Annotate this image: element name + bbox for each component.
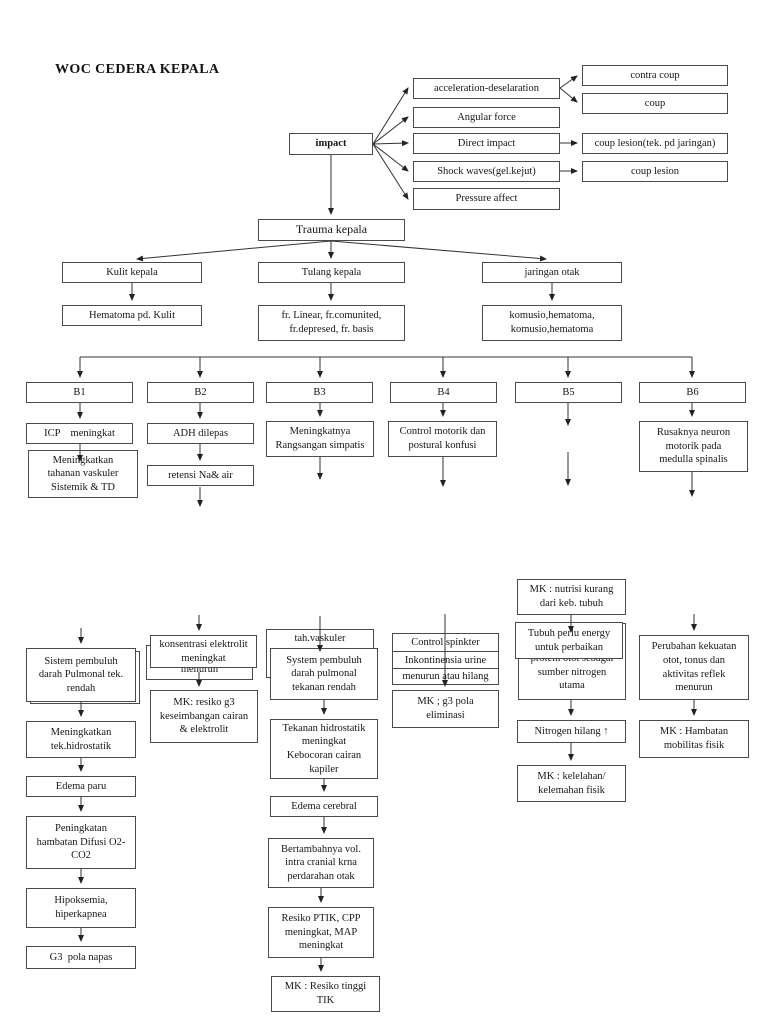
- coup-box: coup: [582, 93, 728, 114]
- mening-tahanan-box: Meningkatkan tahanan vaskuler Sistemik &…: [28, 450, 138, 498]
- hipoksemia-box: Hipoksemia, hiperkapnea: [26, 888, 136, 928]
- b-2-box: B2: [147, 382, 254, 403]
- shock-box: Shock waves(gel.kejut): [413, 161, 560, 182]
- contra-coup-box: contra coup: [582, 65, 728, 86]
- angular-box: Angular force: [413, 107, 560, 128]
- mk-nutrisi-box: MK : nutrisi kurang dari keb. tubuh: [517, 579, 626, 615]
- hematoma-box: Hematoma pd. Kulit: [62, 305, 202, 326]
- icp-box: ICP meningkat: [26, 423, 133, 444]
- coup-lesion-tek-box: coup lesion(tek. pd jaringan): [582, 133, 728, 154]
- resiko-ptik-box: Resiko PTIK, CPP meningkat, MAP meningka…: [268, 907, 374, 958]
- tekanan-hidrostatik-box: Tekanan hidrostatik meningkat Kebocoran …: [270, 719, 378, 779]
- sistem-pembuluh-box: Sistem pembuluh darah Pulmonal tek. rend…: [26, 648, 136, 702]
- page-title: WOC CEDERA KEPALA: [55, 62, 220, 77]
- b-6-box: B6: [639, 382, 746, 403]
- mk-g-3-eliminasi-box: MK ; g3 pola eliminasi: [392, 690, 499, 728]
- jaringan-box: jaringan otak: [482, 262, 622, 283]
- tulang-box: Tulang kepala: [258, 262, 405, 283]
- retensi-box: retensi Na& air: [147, 465, 254, 486]
- b-1-box: B1: [26, 382, 133, 403]
- nitrogen-box: Nitrogen hilang ↑: [517, 720, 626, 743]
- trauma-box: Trauma kepala: [258, 219, 405, 241]
- meningkatnya-rangsangan-box: Meningkatnya Rangsangan simpatis: [266, 421, 374, 457]
- bertambahnya-box: Bertambahnya vol. intra cranial krna per…: [268, 838, 374, 888]
- g-3-napas-box: G3 pola napas: [26, 946, 136, 969]
- tubuh-perlu-box: Tubuh perlu energy untuk perbaikan: [515, 622, 623, 659]
- mk-resiko-tik-box: MK : Resiko tinggi TIK: [271, 976, 380, 1012]
- mk-hambatan-box: MK : Hambatan mobilitas fisik: [639, 720, 749, 758]
- perubahan-box: Perubahan kekuatan otot, tonus dan aktiv…: [639, 635, 749, 700]
- system-pembuluh-box: System pembuluh darah pulmonal tekanan r…: [270, 648, 378, 700]
- pressure-box: Pressure affect: [413, 188, 560, 210]
- kulit-box: Kulit kepala: [62, 262, 202, 283]
- control-spinkter-box: Control spinkter: [392, 633, 499, 652]
- mk-resiko-g-3-box: MK: resiko g3 keseimbangan cairan & elek…: [150, 690, 258, 743]
- mening-hidro-box: Meningkatkan tek.hidrostatik: [26, 721, 136, 758]
- konsentrasi-box: konsentrasi elektrolit meningkat: [150, 635, 257, 668]
- adh-box: ADH dilepas: [147, 423, 254, 444]
- fr-linear-box: fr. Linear, fr.comunited, fr.depresed, f…: [258, 305, 405, 341]
- edema-paru-box: Edema paru: [26, 776, 136, 797]
- coup-lesion-box: coup lesion: [582, 161, 728, 182]
- b-3-box: B3: [266, 382, 373, 403]
- b-5-box: B5: [515, 382, 622, 403]
- mk-kelelahan-box: MK : kelelahan/ kelemahan fisik: [517, 765, 626, 802]
- rusaknya-box: Rusaknya neuron motorik pada medulla spi…: [639, 421, 748, 472]
- komusio-box: komusio,hematoma, komusio,hematoma: [482, 305, 622, 341]
- b-4-box: B4: [390, 382, 497, 403]
- menurun-atau-hilang-box: menurun atau hilang: [392, 668, 499, 685]
- peningkatan-difusi-box: Peningkatan hambatan Difusi O2- CO2: [26, 816, 136, 869]
- edema-cerebral-box: Edema cerebral: [270, 796, 378, 817]
- impact-box: impact: [289, 133, 373, 155]
- direct-box: Direct impact: [413, 133, 560, 154]
- accel-box: acceleration-deselaration: [413, 78, 560, 99]
- control-motorik-box: Control motorik dan postural konfusi: [388, 421, 497, 457]
